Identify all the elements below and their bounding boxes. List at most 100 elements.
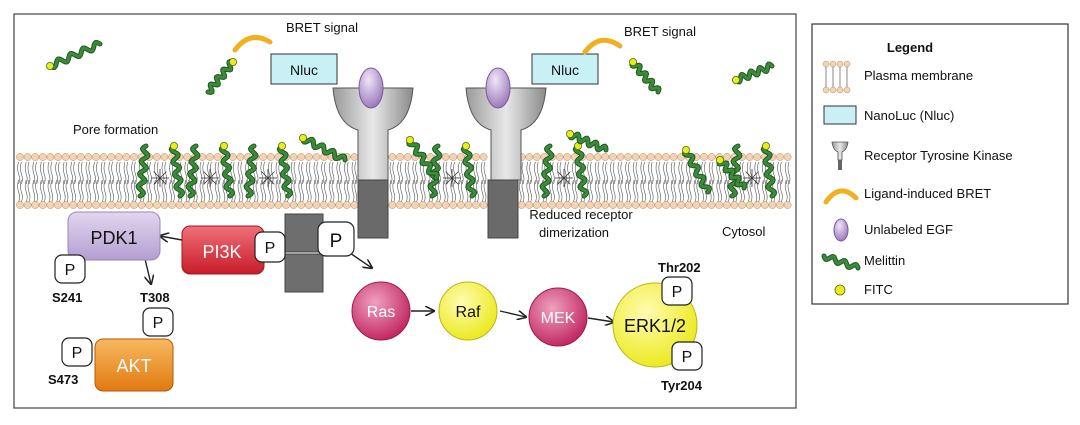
lipid [449,153,458,209]
melittin-helix [460,141,478,199]
fitc-dot [405,135,414,144]
fitc-dot [716,155,725,164]
lipid [213,153,222,209]
melittin-helix [629,58,662,95]
fitc-dot [461,141,470,150]
arrow-raf-to-mek [499,311,526,317]
svg-text:Raf: Raf [456,304,481,321]
lipid [555,153,564,209]
pi3k-node: PI3K [181,225,265,275]
lipid [84,153,93,209]
legend-label-nanoluc: NanoLuc (Nluc) [864,108,954,123]
fitc-dot [277,141,286,150]
reduced-dimerization-label-line1: Reduced receptor [529,207,633,222]
mek-node: MEK [528,287,588,347]
lipid [99,153,108,209]
lipid [183,153,192,209]
svg-text:PI3K: PI3K [202,242,241,262]
pdk1-node: PDK1 [67,211,161,261]
svg-text:P: P [72,345,83,362]
lipid [783,153,792,209]
lipid [206,153,214,209]
melittin-helix [821,253,861,271]
diagram-frame [13,13,797,409]
melittin-helix [46,39,103,71]
lipid [411,153,420,209]
lipid [122,153,131,209]
adaptor-block-upper [284,213,324,253]
lipid [160,153,169,209]
melittin-helix [205,58,237,95]
egf-ligand-left [358,67,384,109]
melittin-helix [185,143,201,199]
lipid [152,153,161,209]
membrane-pore [201,169,219,187]
receptor-right [465,87,547,239]
nanoluc-icon [823,105,857,125]
bret-arc-icon [823,188,859,205]
egf-icon [833,218,849,242]
svg-text:P: P [65,262,76,279]
bret-arc-left [232,35,273,53]
lipid [320,153,328,209]
svg-text:P: P [672,284,683,301]
arrow-mek-to-erk [587,318,614,322]
lipid [31,153,40,209]
legend: Legend Plasma membrane NanoLuc (Nluc) Re… [811,23,1069,305]
bret-signal-label-right: BRET signal [624,24,696,39]
lipid [228,153,237,209]
melittin-helix [405,135,440,181]
raf-node: Raf [438,281,498,341]
lipid [297,153,306,209]
phospho-badge-receptor: P [317,221,355,257]
membrane-pore [151,169,169,187]
lipid [327,153,336,209]
legend-label-receptor: Receptor Tyrosine Kinase [864,148,1013,163]
bret-signal-label-left: BRET signal [286,20,358,35]
membrane-pore [555,169,573,187]
lipid [198,153,207,209]
lipid [396,153,404,209]
phospho-badge-pi3k: P [254,231,286,263]
lipid [646,153,655,209]
lipid [570,153,579,209]
lipid [107,153,116,209]
melittin-helix [276,141,294,199]
lipid [236,153,245,209]
phospho-badge-s241: P [54,254,86,284]
lipid [525,153,534,209]
lipid [707,153,716,209]
lipid [335,153,344,209]
lipid [350,153,359,209]
lipid [69,153,78,209]
pore-formation-label: Pore formation [73,122,158,137]
lipid [54,153,62,209]
melittin-helix [218,141,236,199]
legend-title: Legend [887,40,933,55]
fitc-icon [834,284,846,296]
lipid [532,153,541,209]
lipid [472,153,480,209]
lipid [479,153,488,209]
site-tyr204: Tyr204 [661,378,703,393]
lipid [266,153,275,209]
melittin-helix [298,133,348,163]
lipid [669,153,678,209]
fitc-dot [228,58,237,67]
reduced-dimerization-label-line2: dimerization [539,225,609,240]
svg-text:ERK1/2: ERK1/2 [624,316,686,336]
fitc-dot [219,141,228,150]
lipid [61,153,70,209]
svg-text:Nluc: Nluc [551,62,579,78]
receptor-left [332,87,414,239]
plasma-membrane [16,153,792,209]
lipid [16,153,24,209]
lipid [608,153,617,209]
site-t308: T308 [140,290,170,305]
lipid [692,153,701,209]
lipid [46,153,55,209]
egf-ligand-right [485,67,511,109]
legend-label-bret: Ligand-induced BRET [864,186,991,201]
lipid [654,153,663,209]
